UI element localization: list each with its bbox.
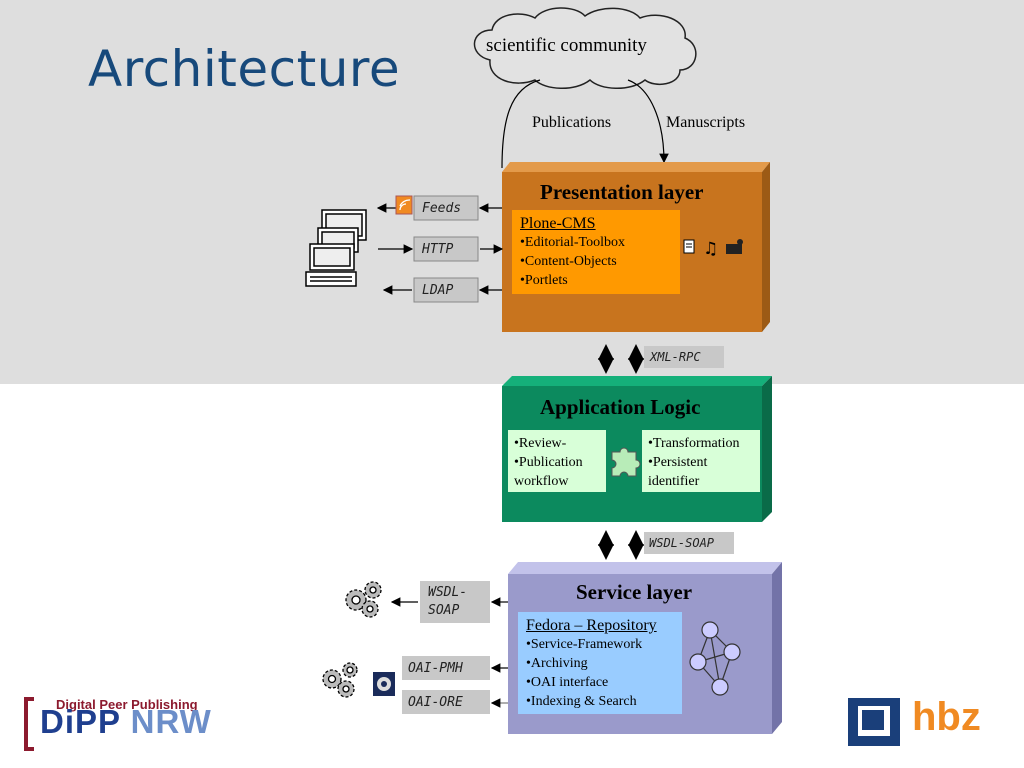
- fedora-list: Fedora – Repository •Service-Framework •…: [526, 616, 657, 711]
- wsdl-soap-label: WSDL-SOAP: [649, 536, 715, 550]
- feeds-box: [413, 195, 479, 221]
- media-icons: ♫: [683, 239, 743, 259]
- hbz-logo-mark: [848, 698, 900, 746]
- fedora-item: •OAI interface: [526, 675, 609, 690]
- dipp-logo-main: DiPP: [40, 703, 121, 740]
- http-label: HTTP: [422, 242, 454, 257]
- app-right-item: •Transformation: [648, 436, 740, 451]
- hbz-logo-text: hbz: [912, 695, 981, 739]
- wsdl-side-label: WSDL-: [428, 585, 468, 600]
- dipp-tagline: Digital Peer Publishing: [56, 697, 198, 712]
- plone-cms-title: Plone-CMS: [520, 215, 596, 232]
- app-left-item: •Review-: [514, 436, 567, 451]
- app-right-item: identifier: [648, 474, 700, 489]
- presentation-layer-box: [502, 162, 770, 332]
- ldap-label: LDAP: [422, 283, 454, 298]
- rss-icon: [395, 195, 413, 215]
- wsdl-soap-box: [644, 532, 734, 554]
- dipp-logo: DiPP NRW: [40, 703, 212, 741]
- plone-cms-list: Plone-CMS •Editorial-Toolbox •Content-Ob…: [520, 214, 625, 290]
- application-logic-title: Application Logic: [540, 395, 701, 419]
- oai-ore-label: OAI-ORE: [408, 695, 463, 710]
- plone-item: •Editorial-Toolbox: [520, 235, 626, 250]
- app-left-list: •Review- •Publication workflow: [514, 434, 583, 491]
- xml-rpc-box: [644, 346, 724, 368]
- ldap-box: [413, 277, 479, 303]
- fedora-title: Fedora – Repository: [526, 617, 657, 634]
- presentation-layer-title: Presentation layer: [540, 180, 704, 204]
- xml-rpc-label: XML-RPC: [650, 350, 701, 364]
- plone-item: •Content-Objects: [520, 254, 617, 269]
- oai-pmh-label: OAI-PMH: [408, 661, 463, 676]
- service-layer-title: Service layer: [576, 580, 693, 604]
- oai-icon: [373, 672, 395, 696]
- oai-pmh-box: [402, 656, 490, 680]
- soap-side-label: SOAP: [428, 603, 460, 618]
- gears-icon-top: [345, 581, 382, 618]
- oai-ore-box: [402, 690, 490, 714]
- publications-label: Publications: [532, 114, 612, 131]
- app-right-item: •Persistent: [648, 455, 708, 470]
- app-left-item: workflow: [514, 474, 569, 489]
- svg-text:♫: ♫: [703, 239, 718, 259]
- manuscripts-label: Manuscripts: [666, 114, 746, 131]
- manuscripts-arrow: [627, 79, 669, 164]
- fedora-item: •Archiving: [526, 656, 588, 671]
- network-graph-icon: [689, 621, 741, 696]
- page-title: Architecture: [88, 40, 401, 98]
- plone-item: •Portlets: [520, 273, 568, 288]
- dipp-bracket: [24, 697, 34, 751]
- cloud-shape: [473, 7, 697, 89]
- http-box: [413, 236, 479, 262]
- puzzle-icon: [611, 447, 641, 477]
- dipp-logo-nrw: NRW: [130, 703, 212, 740]
- wsdl-soap-side-box: [420, 581, 490, 623]
- gears-icon-bottom: [322, 662, 358, 698]
- computers-icon: [305, 209, 367, 287]
- publications-arrow: [501, 79, 541, 169]
- app-right-list: •Transformation •Persistent identifier: [648, 434, 740, 491]
- app-left-item: •Publication: [514, 455, 583, 470]
- cloud-label: scientific community: [486, 35, 647, 56]
- fedora-item: •Indexing & Search: [526, 694, 637, 709]
- fedora-item: •Service-Framework: [526, 637, 643, 652]
- feeds-label: Feeds: [422, 201, 462, 216]
